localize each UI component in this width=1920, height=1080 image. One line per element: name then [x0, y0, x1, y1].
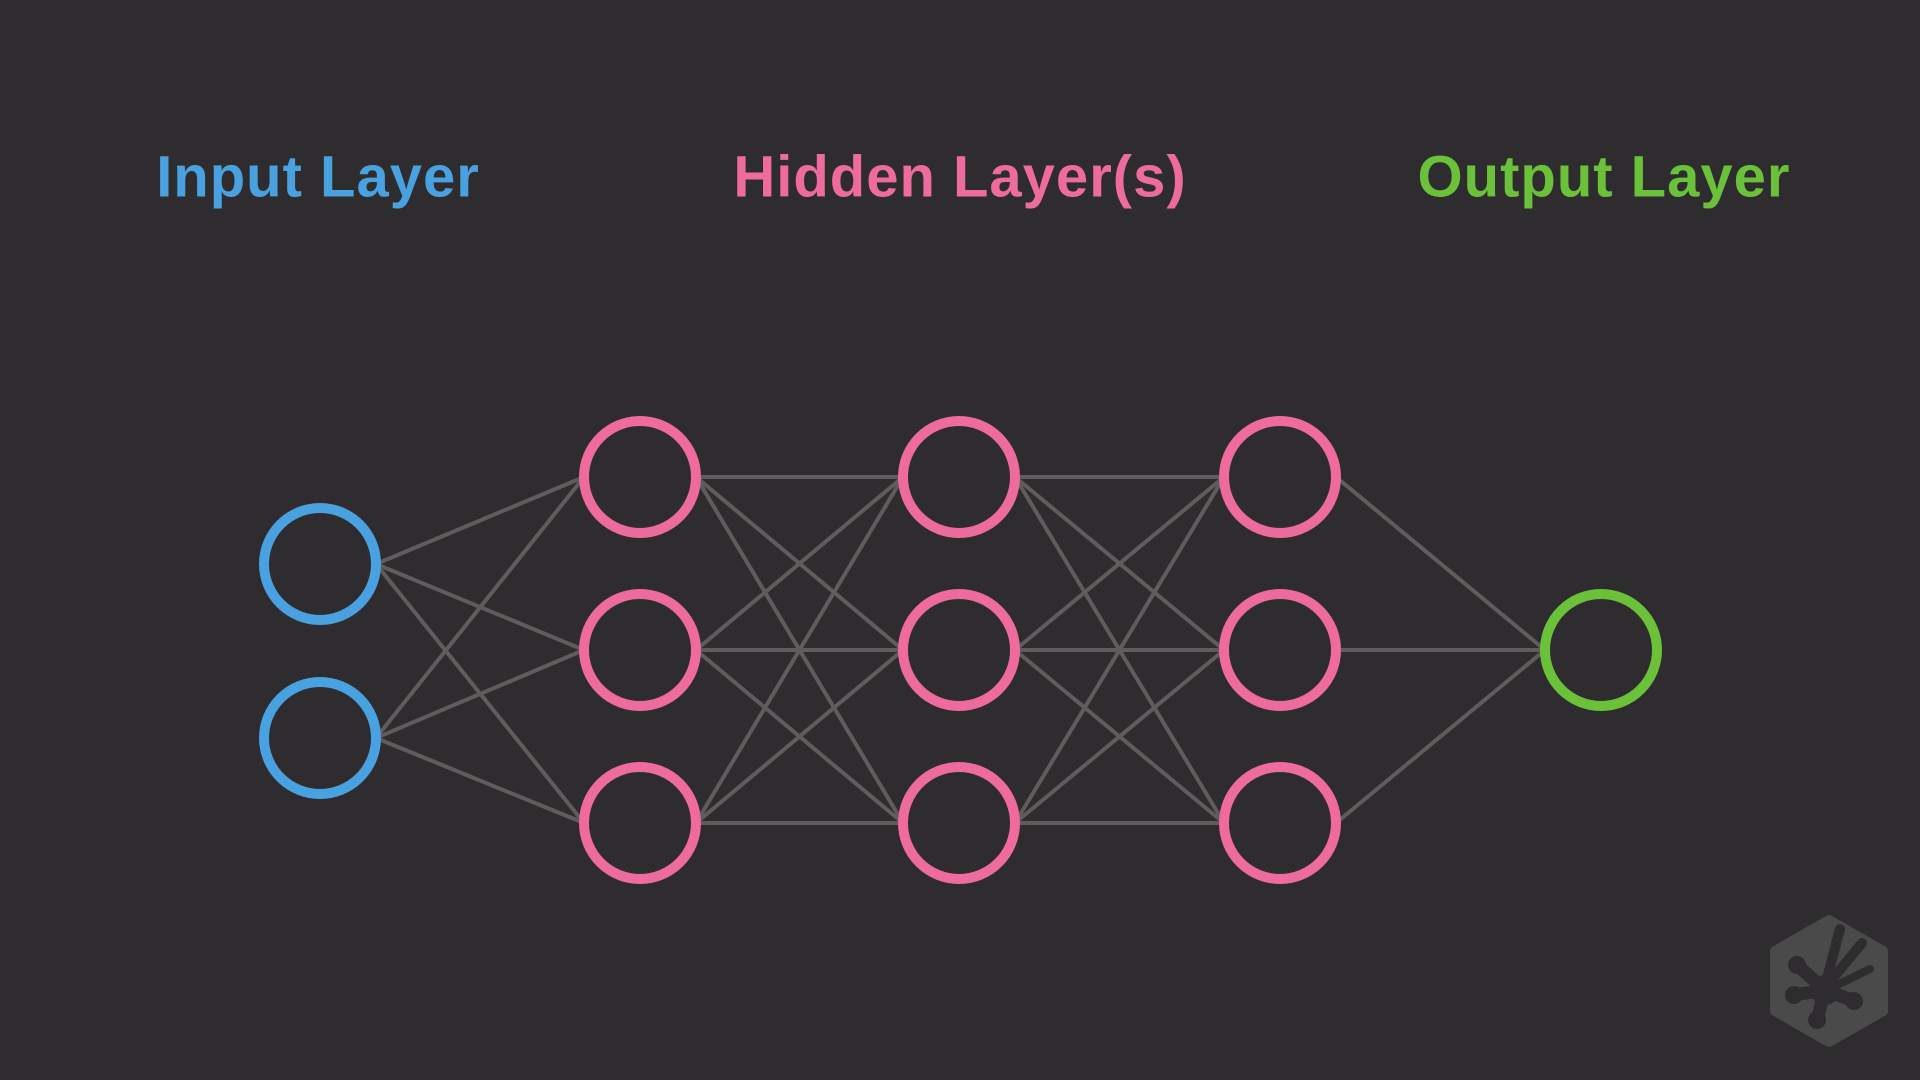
connection-line	[1013, 475, 1226, 825]
hidden-layer-1-node	[579, 762, 701, 884]
network-nodes	[259, 416, 1662, 884]
treehouse-logo-icon	[1770, 915, 1888, 1047]
connection-lines	[374, 475, 1547, 825]
hidden-layer-2-node	[898, 589, 1020, 711]
frog-foot-cutout	[1785, 924, 1874, 1029]
hidden-layer-1-node	[579, 589, 701, 711]
input-layer-node	[259, 677, 381, 799]
connection-line	[694, 648, 905, 825]
connection-line	[1013, 648, 1226, 825]
hidden-layer-1-node	[579, 416, 701, 538]
output-layer-label: Output Layer	[1417, 144, 1791, 210]
connection-line	[1334, 648, 1547, 825]
hidden-layer-label: Hidden Layer(s)	[733, 144, 1187, 210]
connection-line	[375, 648, 585, 740]
connection-line	[374, 475, 586, 740]
hidden-layer-3-node	[1219, 589, 1341, 711]
input-layer-label: Input Layer	[156, 144, 480, 210]
hidden-layer-3-node	[1219, 416, 1341, 538]
connection-line	[694, 475, 905, 652]
connection-line	[1013, 475, 1226, 652]
connection-line	[375, 736, 585, 825]
input-layer-node	[259, 503, 381, 625]
hidden-layer-2-node	[898, 416, 1020, 538]
hidden-layer-2-node	[898, 762, 1020, 884]
output-layer-node	[1540, 589, 1662, 711]
hidden-layer-3-node	[1219, 762, 1341, 884]
connection-line	[375, 475, 585, 566]
connection-line	[694, 475, 905, 825]
connection-line	[1334, 475, 1547, 652]
